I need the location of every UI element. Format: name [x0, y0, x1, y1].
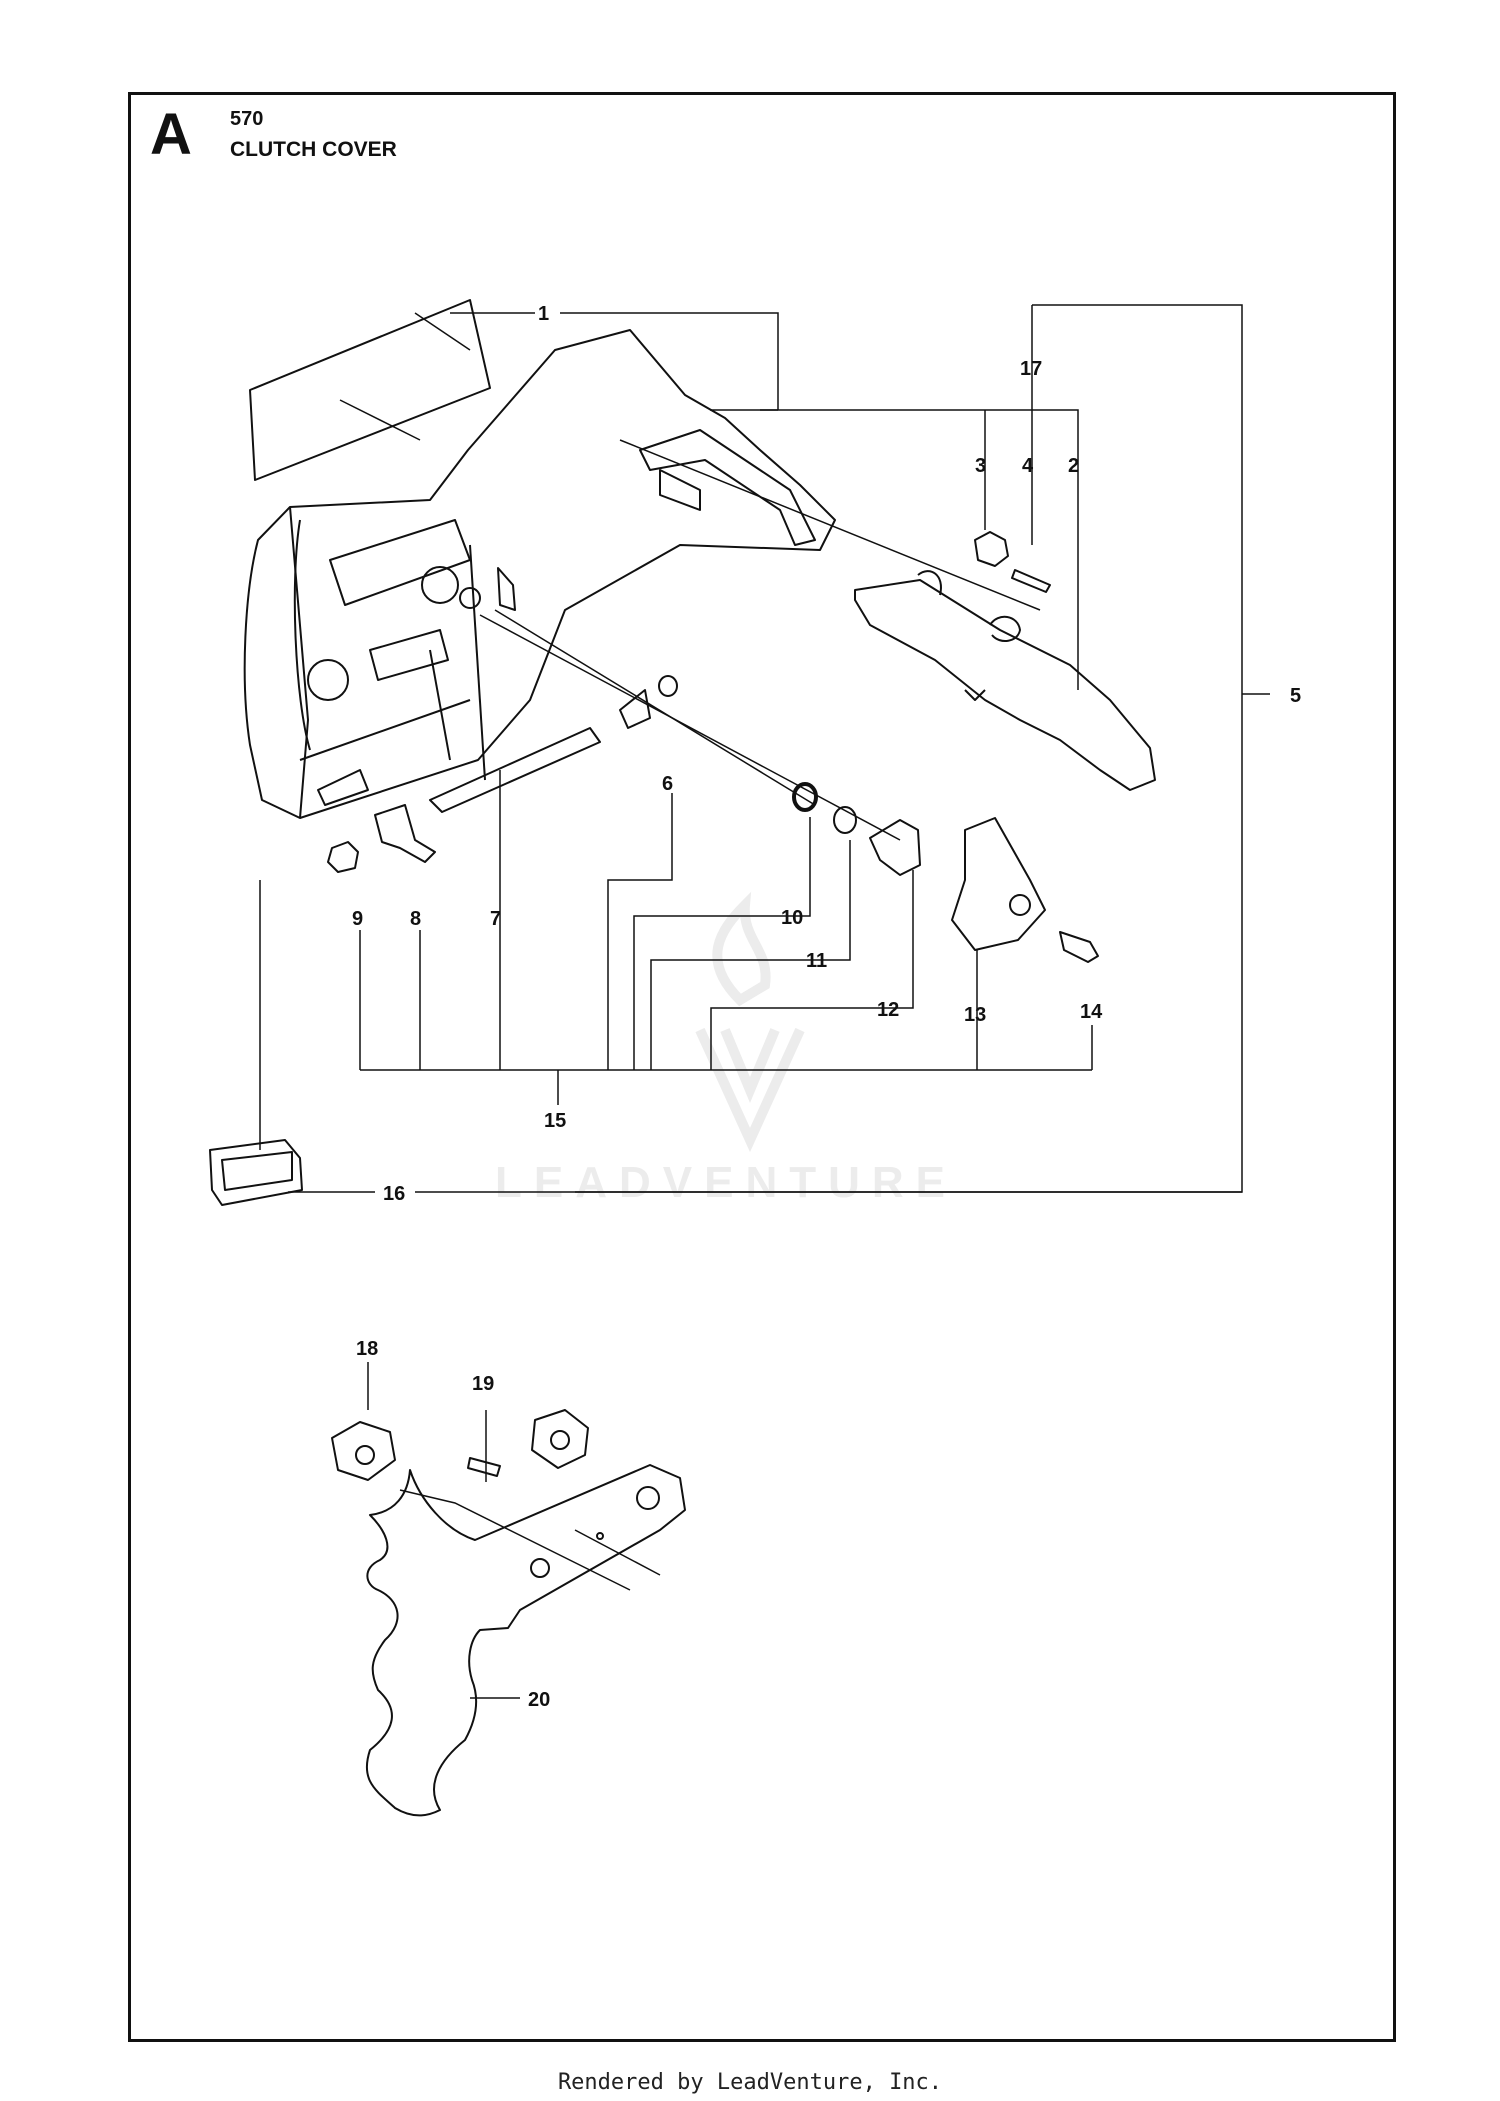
part-12-gear — [869, 819, 921, 876]
part-6-washer — [658, 675, 678, 697]
callout-11: 11 — [806, 950, 827, 972]
section-letter: A — [150, 102, 192, 167]
callout-6: 6 — [662, 773, 673, 795]
part-9-nut — [327, 841, 359, 873]
part-7-adjuster — [429, 727, 601, 813]
part-10-o-ring — [792, 782, 818, 812]
section-title: CLUTCH COVER — [230, 138, 397, 161]
callout-3: 3 — [975, 455, 986, 477]
callout-16: 16 — [383, 1183, 405, 1205]
callout-13: 13 — [964, 1004, 986, 1026]
part-3-nut — [974, 531, 1009, 567]
callout-18: 18 — [356, 1338, 378, 1360]
callout-9: 9 — [352, 908, 363, 930]
nut — [531, 1409, 589, 1469]
callout-4: 4 — [1022, 455, 1034, 477]
callout-5: 5 — [1290, 685, 1301, 707]
part-13-plate — [951, 817, 1046, 951]
part-20-bumper — [365, 1464, 686, 1817]
part-11-washer — [833, 806, 857, 834]
callout-labels: 1 2 3 4 5 6 7 8 9 10 11 12 13 14 15 16 1… — [352, 303, 1301, 1711]
model-number: 570 — [230, 108, 264, 130]
leader-lines — [259, 304, 1270, 1699]
part-drawings — [209, 299, 1156, 1817]
watermark-logo — [695, 891, 805, 1153]
callout-2: 2 — [1068, 455, 1079, 477]
callout-20: 20 — [528, 1689, 550, 1711]
callout-19: 19 — [472, 1373, 494, 1395]
callout-12: 12 — [877, 999, 899, 1021]
bar-plate — [854, 579, 1156, 791]
part-8-pin — [374, 804, 436, 863]
callout-15: 15 — [544, 1110, 566, 1132]
footer-credit: Rendered by LeadVenture, Inc. — [557, 2070, 943, 2095]
callout-17: 17 — [1020, 358, 1042, 380]
decal — [249, 299, 491, 481]
part-4-screw — [1011, 569, 1051, 593]
callout-14: 14 — [1080, 1001, 1103, 1023]
part-19-screw — [467, 1457, 501, 1477]
callout-1: 1 — [538, 303, 549, 325]
callout-8: 8 — [410, 908, 421, 930]
watermark: LEADVENTURE — [495, 1158, 958, 1207]
part-18-nut — [331, 1421, 396, 1481]
callout-7: 7 — [490, 908, 501, 930]
part-14-screw — [1059, 931, 1099, 963]
part-16-pad — [209, 1139, 303, 1206]
callout-10: 10 — [781, 907, 803, 929]
diagram-frame — [128, 92, 1396, 2042]
clutch-cover — [243, 329, 836, 819]
